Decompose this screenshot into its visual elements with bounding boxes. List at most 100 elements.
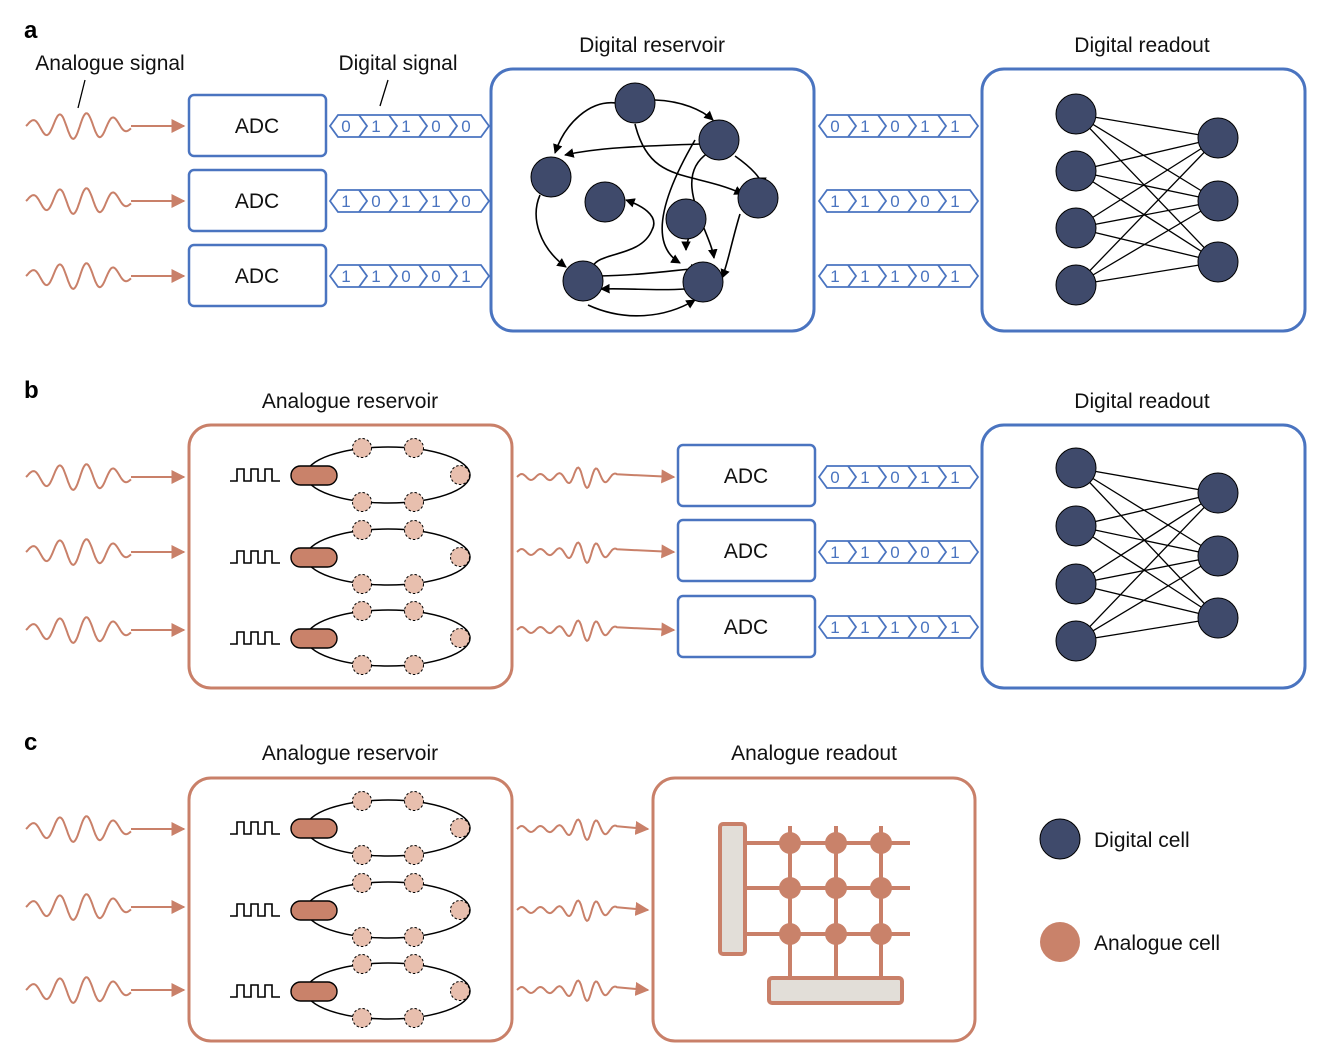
analogue-wave [25, 262, 132, 290]
bit-digit: 0 [890, 468, 899, 487]
bit-digit: 1 [860, 543, 869, 562]
input-driver-array [718, 822, 747, 956]
analogue-input-waves-b [25, 463, 186, 644]
digital-cell [1197, 180, 1239, 222]
memristor-device [290, 818, 338, 839]
pulse-train-icon [230, 468, 280, 482]
readout-weight [1075, 555, 1219, 585]
readout-weight [1075, 525, 1219, 619]
panel-letter-b: b [24, 377, 39, 404]
readout-weight [1075, 170, 1219, 263]
output-wave [516, 541, 676, 565]
readout-network-b [1055, 447, 1239, 662]
digital-cell [698, 119, 740, 161]
bit-digit: 0 [890, 117, 899, 136]
legend-digital-cell-label: Digital cell [1094, 829, 1190, 852]
readout-weight [1075, 467, 1219, 494]
analogue-wave [25, 616, 132, 644]
memristor-loop [230, 954, 471, 1028]
readout-weight [1075, 200, 1219, 229]
legend: Digital cell Analogue cell [1039, 818, 1220, 962]
analogue-cell [404, 845, 424, 865]
memristor-loop [230, 791, 471, 865]
bit-digit: 1 [950, 468, 959, 487]
analogue-cell [352, 791, 372, 811]
analogue-input-waves-c [25, 815, 186, 1004]
analogue-cell [404, 954, 424, 974]
bit-stream-b-out-3: 1 1 1 0 1 [817, 615, 980, 639]
analogue-wave [25, 463, 132, 491]
analogue-cell [352, 1008, 372, 1028]
digital-cell [584, 181, 626, 223]
bit-digit: 1 [950, 117, 959, 136]
digital-reservoir-box [489, 67, 816, 333]
memristor-device [290, 628, 338, 649]
output-wave [516, 979, 650, 1003]
panel-letter-c: c [24, 729, 37, 756]
memristor-device [290, 981, 338, 1002]
digital-cell [614, 82, 656, 124]
readout-weight [1075, 492, 1219, 585]
readout-weight [1075, 137, 1219, 172]
bit-digit: 1 [920, 117, 929, 136]
analogue-readout-box [651, 776, 977, 1043]
bit-digit: 1 [371, 267, 380, 286]
bit-digit: 0 [431, 267, 440, 286]
bit-stream-a-out-1: 0 1 0 1 1 [817, 114, 980, 138]
analogue-cell [352, 601, 372, 621]
digital-cell [1055, 264, 1097, 306]
analogue-cell [450, 900, 470, 920]
analogue-wave [25, 893, 132, 921]
pulse-train-icon [230, 903, 280, 917]
digital-cell [682, 261, 724, 303]
crossbar-node [870, 923, 892, 945]
analogue-wave [25, 112, 132, 140]
bit-digit: 0 [920, 543, 929, 562]
digital-readout-title-a: Digital readout [1074, 34, 1210, 57]
crossbar-node [870, 832, 892, 854]
readout-weight [1075, 583, 1219, 619]
readout-weight [1075, 170, 1219, 202]
crossbar-node [825, 923, 847, 945]
analogue-cell [404, 927, 424, 947]
bit-stream-a-in-3: 1 1 0 0 1 [328, 264, 491, 288]
bit-digit: 1 [860, 468, 869, 487]
digital-cell [1197, 241, 1239, 283]
crossbar-node [779, 832, 801, 854]
readout-network-a [1055, 93, 1239, 306]
adc-block-b-1: ADC [676, 443, 817, 508]
legend-analogue-cell-swatch [1040, 922, 1080, 962]
analogue-cell [450, 818, 470, 838]
pulse-train-icon [230, 550, 280, 564]
bit-digit: 0 [890, 192, 899, 211]
adc-label: ADC [235, 190, 279, 213]
bit-digit: 1 [890, 618, 899, 637]
analogue-cell [352, 520, 372, 540]
analogue-cell [352, 438, 372, 458]
bit-digit: 0 [461, 192, 470, 211]
analogue-cell [404, 791, 424, 811]
pulse-train-icon [230, 984, 280, 998]
bit-digit: 1 [860, 618, 869, 637]
adc-label: ADC [235, 265, 279, 288]
analogue-wave [25, 976, 132, 1004]
memristor-loop [230, 873, 471, 947]
crossbar-node [825, 832, 847, 854]
readout-weight [1075, 227, 1219, 263]
bit-digit: 1 [830, 192, 839, 211]
analogue-cell [404, 492, 424, 512]
readout-weight [1075, 261, 1219, 286]
bit-stream-a-in-1: 0 1 1 0 0 [328, 114, 491, 138]
readout-weight [1075, 467, 1219, 619]
analogue-cell [404, 574, 424, 594]
output-sense-array [767, 976, 904, 1005]
readout-weight [1075, 555, 1219, 642]
analogue-cell [352, 492, 372, 512]
adc-block-a-3: ADC [187, 243, 328, 308]
output-wave [516, 466, 676, 490]
analogue-cell [352, 574, 372, 594]
memristor-device [290, 900, 338, 921]
analogue-wave [25, 538, 132, 566]
digital-cell [530, 156, 572, 198]
